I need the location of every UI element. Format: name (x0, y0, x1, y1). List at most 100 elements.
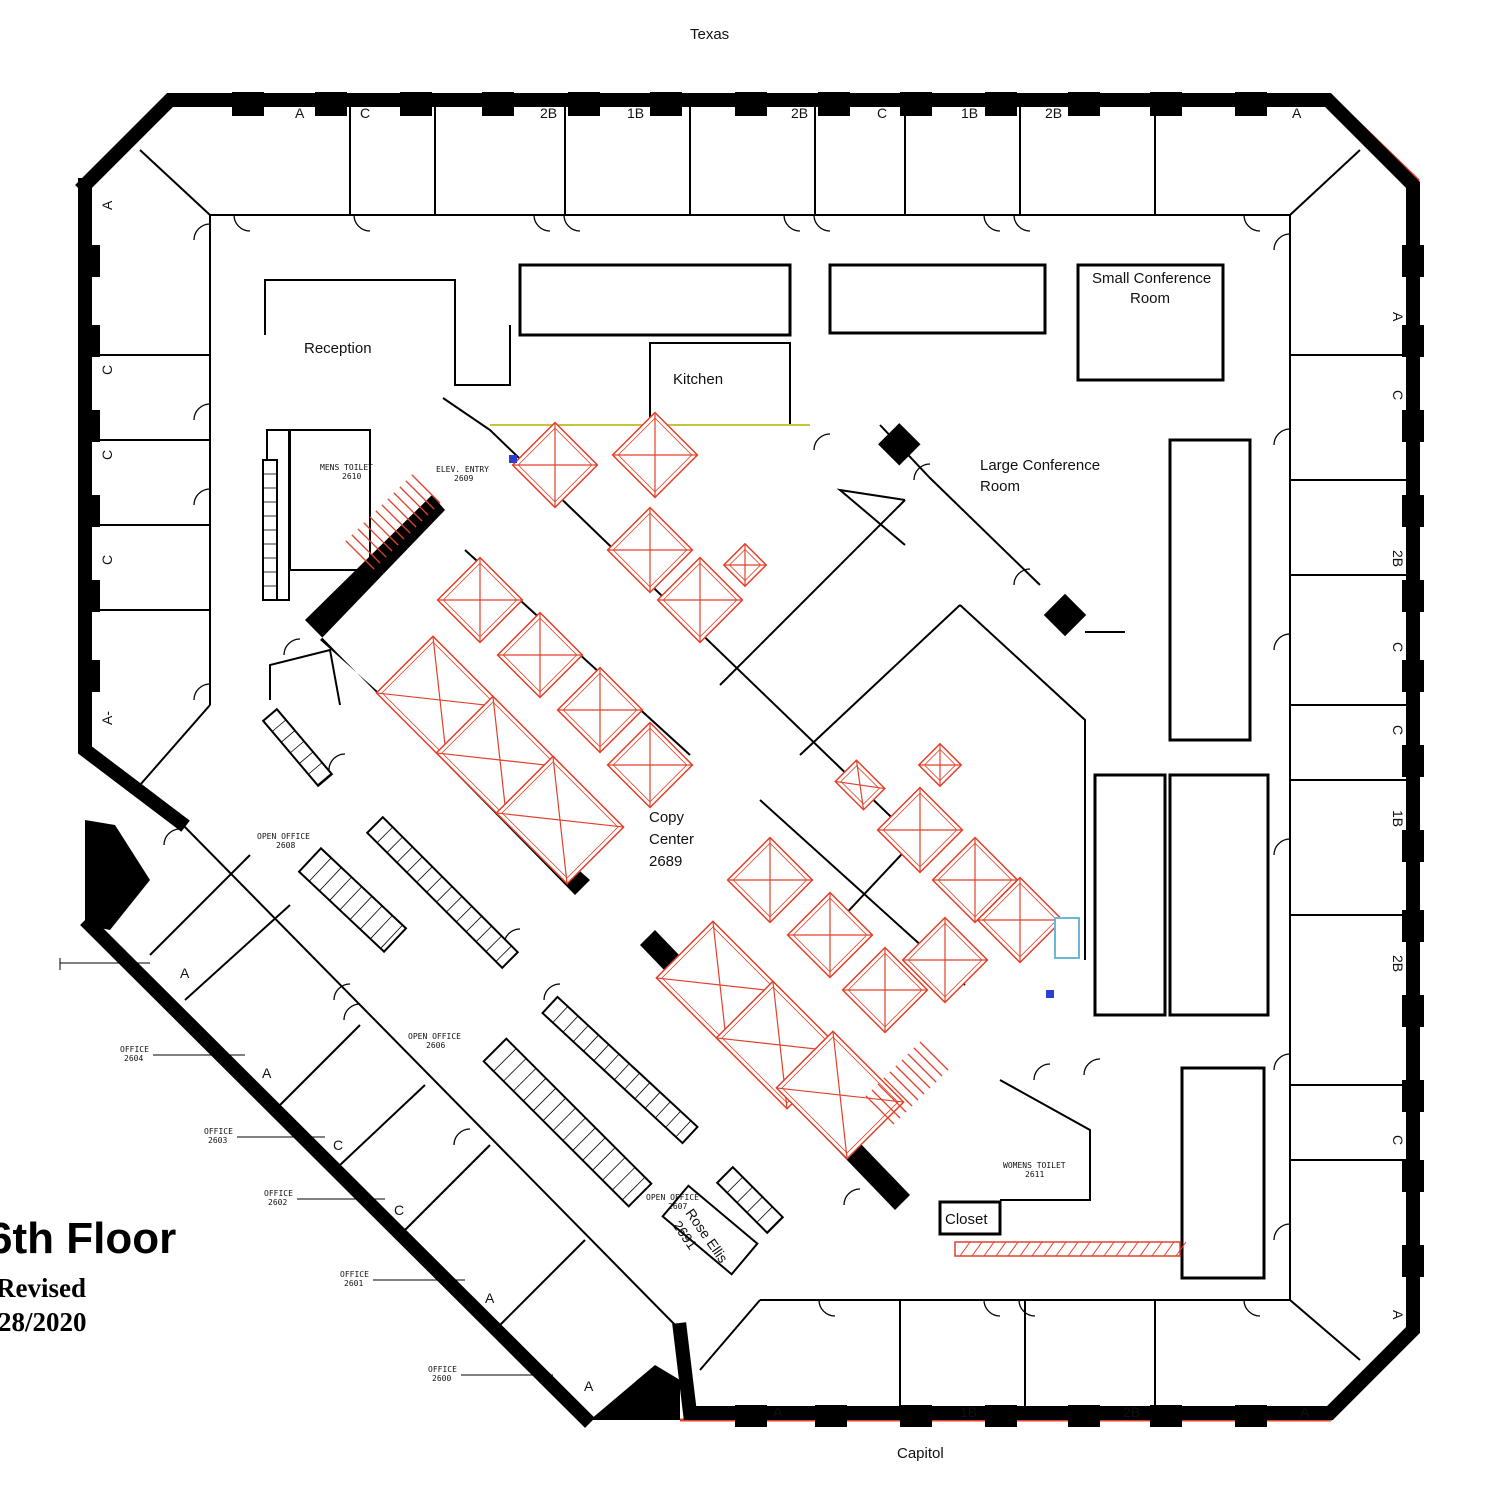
door-swing (1083, 1058, 1101, 1076)
copy-center-label-1: Copy (649, 809, 685, 826)
strip-hatch (1043, 1241, 1055, 1257)
markers (509, 455, 1080, 998)
workstation-row (297, 846, 408, 954)
office-type-diagonal: A (180, 965, 190, 981)
door-swing (843, 1188, 861, 1206)
mens-toilet-tag: MENS TOILET (320, 463, 373, 472)
stair-tread (411, 474, 441, 504)
window-pier (1068, 92, 1100, 116)
door-swing (233, 214, 251, 232)
window-pier (1150, 1405, 1182, 1427)
window-pier (900, 1405, 932, 1427)
strip-hatch (959, 1241, 971, 1257)
strip-hatch (1163, 1241, 1175, 1257)
window-pier (1402, 830, 1424, 862)
elevator-shaft (436, 556, 524, 644)
open-office-2608-number: 2608 (276, 841, 295, 850)
door-swing (983, 214, 1001, 232)
office-type-top: 1B (627, 105, 644, 121)
window-pier (1402, 1160, 1424, 1192)
door-swing (1243, 214, 1261, 232)
door-swings (163, 214, 1291, 1317)
door-swing (343, 1003, 361, 1021)
elevator-shaft (786, 891, 874, 979)
window-pier (78, 410, 100, 442)
elevator-shaft (726, 836, 814, 924)
office-type-top: C (360, 105, 370, 121)
open-office-2607-tag: OPEN OFFICE (646, 1193, 699, 1202)
elevator-shaft (775, 1030, 905, 1160)
door-swing (913, 463, 931, 481)
window-pier (400, 92, 432, 116)
window-pier (78, 660, 100, 692)
door-swing (1273, 1053, 1291, 1071)
door-swing (283, 638, 301, 656)
office-type-top: C (877, 105, 887, 121)
office-type-top: A (1292, 105, 1302, 121)
elev-entry-tag: ELEV. ENTRY (436, 465, 489, 474)
office-2602-tag: OFFICE (264, 1189, 293, 1198)
strip-hatch (1067, 1241, 1079, 1257)
office-type-bottom: 2B (1123, 1404, 1140, 1420)
window-pier (1402, 660, 1424, 692)
door-swing (1273, 428, 1291, 446)
office-type-bottom: A (773, 1404, 783, 1420)
window-pier (78, 325, 100, 357)
womens-toilet-number: 2611 (1025, 1170, 1044, 1179)
mens-toilet-number: 2610 (342, 472, 361, 481)
window-pier (985, 92, 1017, 116)
elevator-shaft (976, 876, 1064, 964)
reception-label: Reception (304, 340, 372, 357)
workstation-row (365, 815, 520, 970)
large-conference-label-2: Room (980, 478, 1020, 495)
window-pier (78, 580, 100, 612)
door-swing (1013, 214, 1031, 232)
workstation-row (261, 707, 334, 788)
window-pier (232, 92, 264, 116)
office-type-top: A (295, 105, 305, 121)
perimeter-partitions (85, 100, 1413, 1413)
door-swing (1033, 1063, 1051, 1081)
revised-date: 28/2020 (0, 1307, 87, 1337)
window-pier (1402, 410, 1424, 442)
office-2601-tag: OFFICE (340, 1270, 369, 1279)
elevator-shaft (606, 506, 694, 594)
door-swing (193, 223, 211, 241)
revised-label: Revised (0, 1273, 86, 1303)
window-piers (78, 92, 1424, 1427)
office-type-bottom: A (1300, 1404, 1310, 1420)
elevator-shaft (656, 556, 744, 644)
red-strip (954, 1241, 1187, 1257)
office-2600-number: 2600 (432, 1374, 451, 1383)
stair-tread (865, 1095, 895, 1125)
open-office-2608-tag: OPEN OFFICE (257, 832, 310, 841)
office-type-left: C (99, 555, 115, 565)
street-top-label: Texas (690, 26, 729, 43)
office-type-right: 1B (1390, 810, 1406, 827)
workstation-row (262, 459, 278, 601)
office-type-bottom: 1B (960, 1404, 977, 1420)
door-swing (193, 403, 211, 421)
closet-label: Closet (945, 1211, 988, 1228)
window-pier (78, 495, 100, 527)
stair-tread (351, 534, 381, 564)
door-swing (983, 1299, 1001, 1317)
strip-hatch (983, 1241, 995, 1257)
window-pier (815, 1405, 847, 1427)
floor-title: 6th Floor (0, 1214, 176, 1263)
window-pier (482, 92, 514, 116)
stair-tread (345, 540, 375, 570)
closet-room (938, 1200, 1002, 1236)
office-type-left: A (99, 200, 115, 210)
office-2600-tag: OFFICE (428, 1365, 457, 1374)
elevator-shaft (611, 411, 699, 499)
office-type-right: A (1390, 1310, 1406, 1320)
office-type-right: A (1390, 312, 1406, 322)
office-type-left: C (99, 450, 115, 460)
office-2602-number: 2602 (268, 1198, 287, 1207)
window-pier (568, 92, 600, 116)
stair-tread (399, 486, 429, 516)
window-pier (1402, 995, 1424, 1027)
